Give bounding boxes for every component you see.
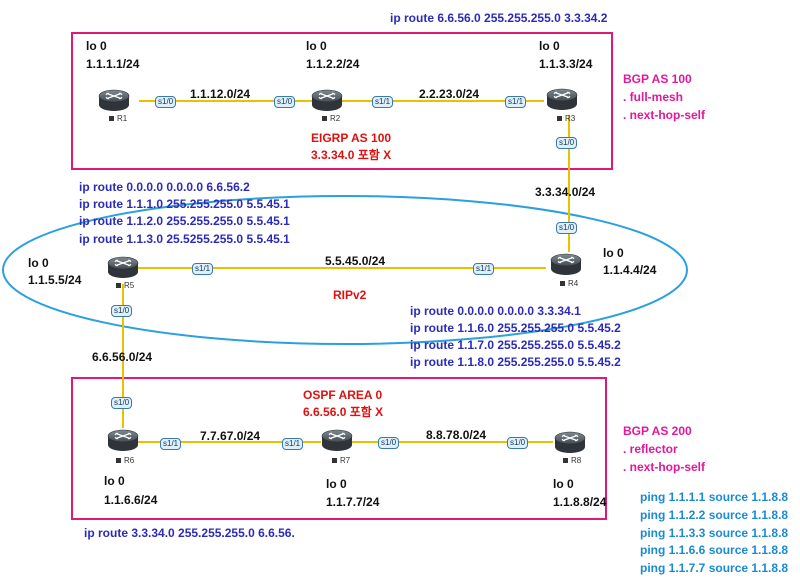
subnet-label-r2-r3: 2.2.23.0/24 <box>419 87 480 101</box>
eigrp-area-note: 3.3.34.0 포함 X <box>311 148 392 162</box>
ospf-area-title: OSPF AREA 0 <box>303 388 383 402</box>
subnet-label-r1-r2: 1.1.12.0/24 <box>190 87 251 101</box>
port-r1-s1-0: s1/0 <box>155 96 177 108</box>
router-label-r2: R2 <box>322 114 340 123</box>
subnet-label-r5-r6: 6.6.56.0/24 <box>92 350 153 364</box>
ping-command: ping 1.1.7.7 source 1.1.8.8 <box>640 561 789 575</box>
router-label-r1: R1 <box>109 114 127 123</box>
static-route-r3: ip route 6.6.56.0 255.255.255.0 3.3.34.2 <box>390 11 608 25</box>
ospf-area-box <box>71 377 607 520</box>
router-icon-r3[interactable] <box>546 88 578 111</box>
subnet-label-r3-r4: 3.3.34.0/24 <box>535 185 596 199</box>
subnet-label-r5-r4: 5.5.45.0/24 <box>325 254 386 268</box>
port-r4-s1-1: s1/1 <box>473 263 495 275</box>
router-icon-r2[interactable] <box>311 89 343 112</box>
port-r2-s1-1: s1/1 <box>372 96 394 108</box>
port-r3-s1-1: s1/1 <box>505 96 527 108</box>
router-icon-r4[interactable] <box>550 253 582 276</box>
router-label-r8: R8 <box>563 456 581 465</box>
subnet-label-r7-r8: 8.8.78.0/24 <box>426 428 487 442</box>
router-label-r4: R4 <box>560 279 578 288</box>
eigrp-area-box <box>71 32 613 170</box>
router-label-r5: R5 <box>116 281 134 290</box>
ping-command: ping 1.1.6.6 source 1.1.8.8 <box>640 543 789 557</box>
ping-command: ping 1.1.2.2 source 1.1.8.8 <box>640 508 789 522</box>
port-r3-s1-0: s1/0 <box>556 137 578 149</box>
router-label-r3: R3 <box>557 114 575 123</box>
router-icon-r8[interactable] <box>554 431 586 454</box>
ospf-area-note: 6.6.56.0 포함 X <box>303 405 384 419</box>
router-icon-r1[interactable] <box>98 89 130 112</box>
rip-area-ellipse <box>2 195 688 345</box>
router-icon-r6[interactable] <box>107 429 139 452</box>
port-r8-s1-0: s1/0 <box>507 437 529 449</box>
router-icon-r5[interactable] <box>107 256 139 279</box>
router-label-r7: R7 <box>332 456 350 465</box>
port-r5-s1-0: s1/0 <box>111 305 133 317</box>
rip-area-title: RIPv2 <box>333 288 367 302</box>
ping-command: ping 1.1.1.1 source 1.1.8.8 <box>640 490 789 504</box>
port-r4-s1-0: s1/0 <box>556 222 578 234</box>
static-route-r6: ip route 3.3.34.0 255.255.255.0 6.6.56. <box>84 526 295 540</box>
port-r5-s1-1: s1/1 <box>192 263 214 275</box>
subnet-label-r6-r7: 7.7.67.0/24 <box>200 429 261 443</box>
port-r7-s1-0: s1/0 <box>378 437 400 449</box>
eigrp-area-title: EIGRP AS 100 <box>311 131 392 145</box>
ping-command: ping 1.1.3.3 source 1.1.8.8 <box>640 526 789 540</box>
port-r6-s1-1: s1/1 <box>160 438 182 450</box>
port-r7-s1-1: s1/1 <box>282 438 304 450</box>
port-r2-s1-0: s1/0 <box>274 96 296 108</box>
router-label-r6: R6 <box>116 456 134 465</box>
router-icon-r7[interactable] <box>321 429 353 452</box>
port-r6-s1-0: s1/0 <box>111 397 133 409</box>
